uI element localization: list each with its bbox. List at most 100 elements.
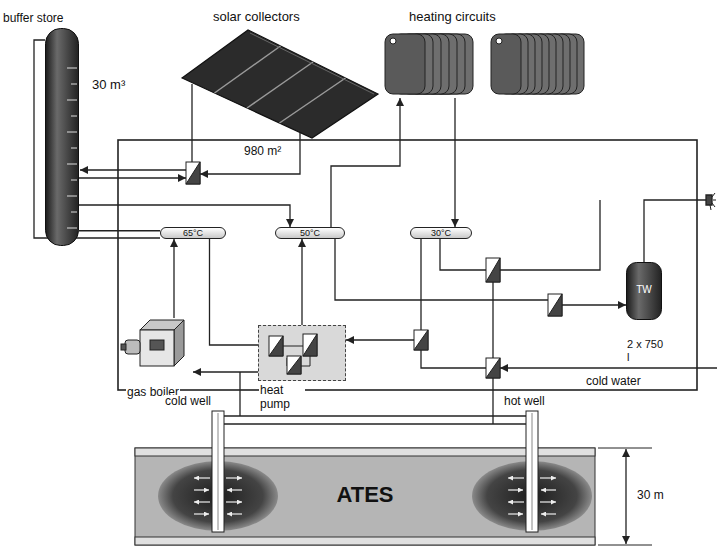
heat-exchanger <box>269 336 283 356</box>
aquifer-storage: ATES <box>135 448 595 545</box>
heat-pump: heat pump <box>258 325 346 381</box>
pipe <box>200 133 300 174</box>
ates-label: ATES <box>135 482 595 507</box>
heat-pump-label: heat pump <box>259 384 305 412</box>
pipe <box>440 239 486 270</box>
heat-exchanger-half <box>486 258 500 282</box>
gas-boiler: gas boiler <box>120 318 192 402</box>
cold-water-pipe <box>500 367 717 368</box>
tank-body <box>46 29 79 246</box>
boiler-side <box>174 320 184 366</box>
heat-exchanger <box>486 358 500 378</box>
flow-arrow <box>508 489 523 490</box>
pipe <box>420 239 421 330</box>
flow-arrow <box>227 489 242 490</box>
scale-tick <box>71 212 77 213</box>
heating-circuits: heating circuits <box>383 8 583 98</box>
pipe <box>79 205 290 227</box>
scale-tick <box>71 116 77 117</box>
pipe <box>79 177 186 178</box>
flow-arrow <box>194 501 210 502</box>
dimension-line <box>598 448 652 449</box>
dimension-line <box>598 545 652 546</box>
flow-arrow <box>508 513 523 514</box>
solar-collector-array: solar collectors 980 m² <box>180 8 380 160</box>
area-label: 980 m² <box>243 145 282 159</box>
hot-water-tank: TW2 x 750 l <box>626 262 662 320</box>
manifold: 50°C <box>275 227 345 239</box>
pipe <box>562 304 626 305</box>
heat-exchanger-half <box>414 330 428 350</box>
heat-exchanger <box>548 294 562 316</box>
volume-label: 2 x 750 l <box>626 338 668 363</box>
heat-exchanger <box>186 162 200 184</box>
heat-exchanger <box>287 356 301 374</box>
radiator-panel <box>385 34 425 94</box>
scale-tick <box>67 132 77 133</box>
tank-shape <box>45 28 79 246</box>
radiator-valve <box>496 38 502 44</box>
flow-arrow <box>194 477 210 478</box>
pipe <box>346 339 414 340</box>
scale-tick <box>71 84 77 85</box>
heat-exchanger-half <box>186 162 200 184</box>
pipe <box>492 378 493 424</box>
scale-tick <box>67 196 77 197</box>
well-pipe <box>224 415 526 416</box>
tank-label: buffer store <box>2 12 64 26</box>
heat-exchanger-half <box>486 358 500 378</box>
collector-label: solar collectors <box>212 10 301 25</box>
panel-shape <box>180 8 380 160</box>
heat-exchanger-half <box>269 336 283 356</box>
pipe <box>80 169 186 170</box>
manifold: 30°C <box>410 227 472 239</box>
boiler-front <box>140 330 174 366</box>
pipe-connector <box>210 239 259 345</box>
heat-exchanger-half <box>287 356 301 374</box>
boiler-burner <box>125 340 140 354</box>
heat-exchanger-half <box>303 334 317 356</box>
tank-body <box>627 263 662 320</box>
flow-arrow <box>226 501 242 502</box>
boiler-window <box>150 340 164 350</box>
manifold: 65°C <box>160 227 226 239</box>
temperature-label: 65°C <box>161 228 225 238</box>
hp-shape <box>259 326 347 382</box>
flow-arrow <box>541 489 556 490</box>
pipe <box>492 282 493 358</box>
dimension-arrow <box>625 449 626 544</box>
shower-head <box>706 195 712 205</box>
pipe <box>239 372 240 416</box>
flow-arrow <box>508 501 524 502</box>
pipe-label: cold water <box>585 375 642 389</box>
well-tube <box>218 413 219 530</box>
pipe-connector <box>173 239 174 318</box>
flow-arrow <box>508 477 524 478</box>
flow-arrow <box>226 477 242 478</box>
pipe-connector <box>79 230 160 231</box>
heat-exchanger <box>486 258 500 282</box>
pipe <box>421 350 486 368</box>
heat-exchanger-half <box>548 294 562 316</box>
flow-arrow <box>194 513 209 514</box>
dimension-label: 30 m <box>636 489 665 503</box>
panel-divider <box>215 46 281 93</box>
scale-tick <box>67 164 77 165</box>
pipe <box>500 200 600 270</box>
scale-tick <box>71 180 77 181</box>
temperature-label: 30°C <box>411 228 471 238</box>
heat-exchanger <box>303 334 317 356</box>
scale-tick <box>71 148 77 149</box>
well-tube <box>532 413 533 530</box>
flow-arrow <box>540 477 556 478</box>
tank-code: TW <box>626 284 662 296</box>
flow-arrow <box>194 489 209 490</box>
pipe <box>191 84 192 162</box>
confining-layer <box>135 537 595 545</box>
shower-spray <box>710 193 716 210</box>
flow-arrow <box>227 513 242 514</box>
well-casing <box>526 411 538 532</box>
pipe <box>644 200 708 262</box>
pipe-connector <box>454 98 455 227</box>
